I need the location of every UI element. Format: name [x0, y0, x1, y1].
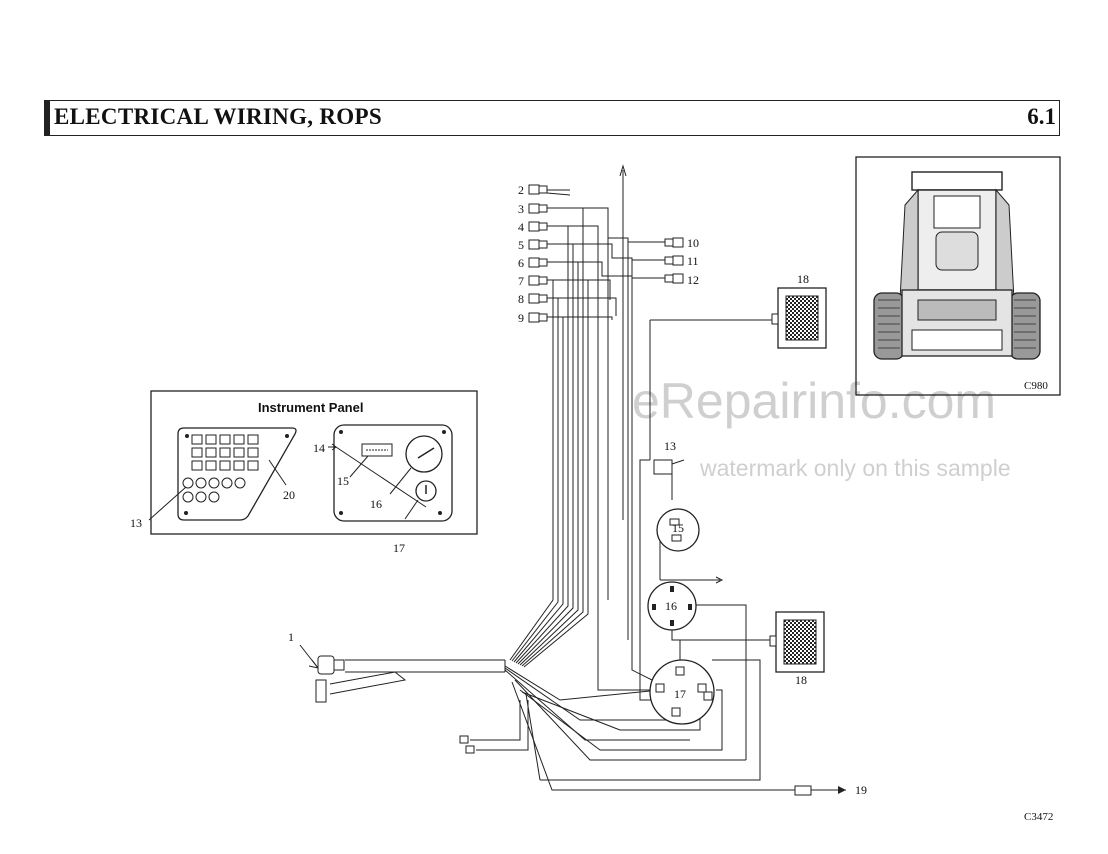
instrument-panel-title: Instrument Panel	[258, 400, 363, 415]
label-12: 12	[687, 273, 699, 287]
label-6: 6	[518, 256, 524, 270]
label-8: 8	[518, 292, 524, 306]
label-19: 19	[855, 783, 867, 797]
wire-harness	[329, 164, 795, 791]
connector-1	[299, 644, 345, 703]
label-15-main: 15	[672, 521, 684, 535]
label-20: 20	[283, 488, 295, 502]
label-7: 7	[518, 274, 524, 288]
speaker-18-top	[771, 287, 827, 349]
figure-code: C3472	[1024, 811, 1053, 823]
label-18-top: 18	[797, 272, 809, 286]
watermark-site: eRepairinfo.com	[632, 373, 996, 429]
watermark-note: watermark only on this sample	[699, 455, 1011, 481]
connectors-left	[528, 184, 548, 323]
header-accent-bar	[45, 101, 50, 135]
label-16-panel: 16	[370, 497, 382, 511]
machine-code: C980	[1024, 380, 1048, 392]
speaker-18-bottom	[769, 611, 825, 673]
connectors-right	[664, 237, 684, 284]
label-15-panel: 15	[337, 474, 349, 488]
switch-13	[649, 440, 685, 475]
gauge-15	[656, 508, 700, 552]
harness-fan	[504, 665, 690, 741]
gauge-16	[647, 581, 697, 631]
terminal-19	[794, 785, 846, 796]
header-box	[44, 100, 1060, 136]
label-11: 11	[687, 254, 699, 268]
label-2: 2	[518, 183, 524, 197]
label-14: 14	[313, 441, 325, 455]
section-number: 6.1	[1027, 104, 1056, 129]
label-18-bottom: 18	[795, 673, 807, 687]
label-9: 9	[518, 311, 524, 325]
label-13-main: 13	[664, 439, 676, 453]
machine-illustration: C980	[855, 156, 1061, 396]
label-16-main: 16	[665, 599, 677, 613]
label-1: 1	[288, 630, 294, 644]
label-4: 4	[518, 220, 524, 234]
switch-17	[649, 659, 715, 725]
label-13-panel: 13	[130, 516, 142, 530]
label-17-main: 17	[674, 687, 686, 701]
label-5: 5	[518, 238, 524, 252]
terminal-b	[465, 745, 475, 754]
label-3: 3	[518, 202, 524, 216]
label-10: 10	[687, 236, 699, 250]
instrument-panel-inset: Instrument Panel 14 15 16 17 20	[130, 390, 478, 555]
terminal-a	[459, 735, 469, 744]
label-17-panel: 17	[393, 541, 405, 555]
page-title: ELECTRICAL WIRING, ROPS	[54, 104, 382, 129]
